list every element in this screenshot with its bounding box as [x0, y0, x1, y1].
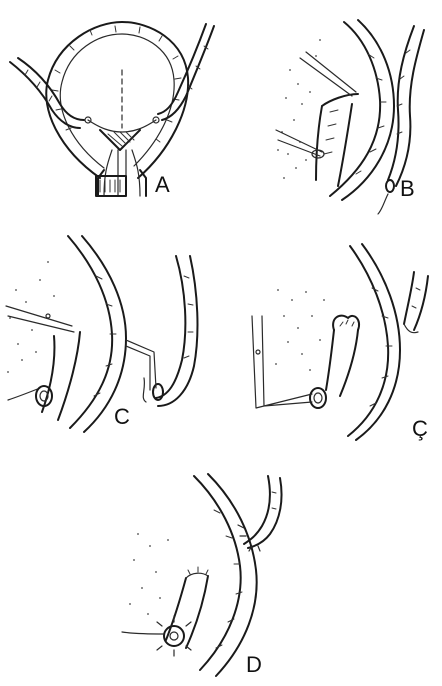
panel-label-c: C	[114, 404, 130, 429]
panel-d: D	[122, 474, 282, 677]
panel-label-c-cedilla: Ç	[412, 416, 428, 441]
panel-c-cedilla: Ç	[252, 244, 428, 441]
stipple-d	[129, 533, 169, 615]
panel-label-a: A	[155, 172, 170, 197]
panel-a: A	[10, 22, 214, 197]
stipple-c-cedilla	[275, 289, 325, 371]
panel-c: C	[6, 236, 197, 432]
panel-label-b: B	[400, 176, 415, 201]
panel-b: B	[276, 20, 424, 214]
panel-label-d: D	[246, 652, 262, 677]
stipple-b	[277, 39, 321, 179]
